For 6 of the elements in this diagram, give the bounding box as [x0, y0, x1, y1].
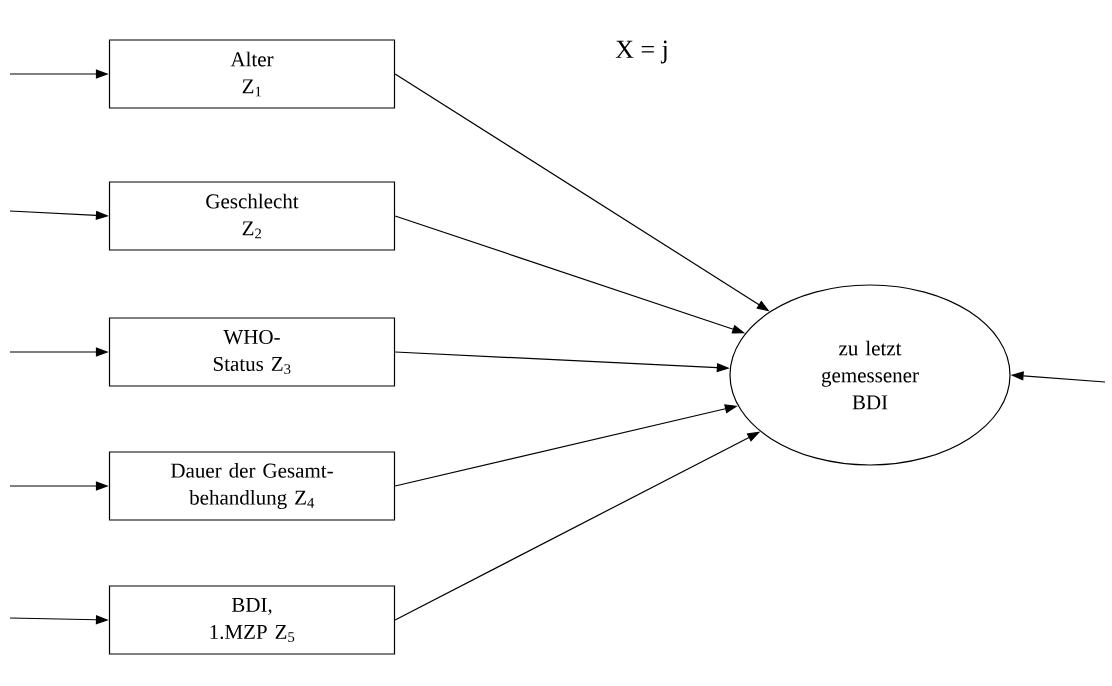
process-box: Dauer der Gesamt- behandlung Z$_{4}$: [108, 451, 396, 521]
process-box: Alter Z$_{1}$: [108, 39, 396, 109]
process-box: WHO- Status Z$_{3}$: [108, 317, 396, 387]
equation-label: X = j: [615, 40, 667, 64]
process-box: Geschlecht Z$_{2}$: [108, 181, 396, 251]
process-box: BDI, 1.MZP Z$_{5}$: [108, 585, 396, 655]
